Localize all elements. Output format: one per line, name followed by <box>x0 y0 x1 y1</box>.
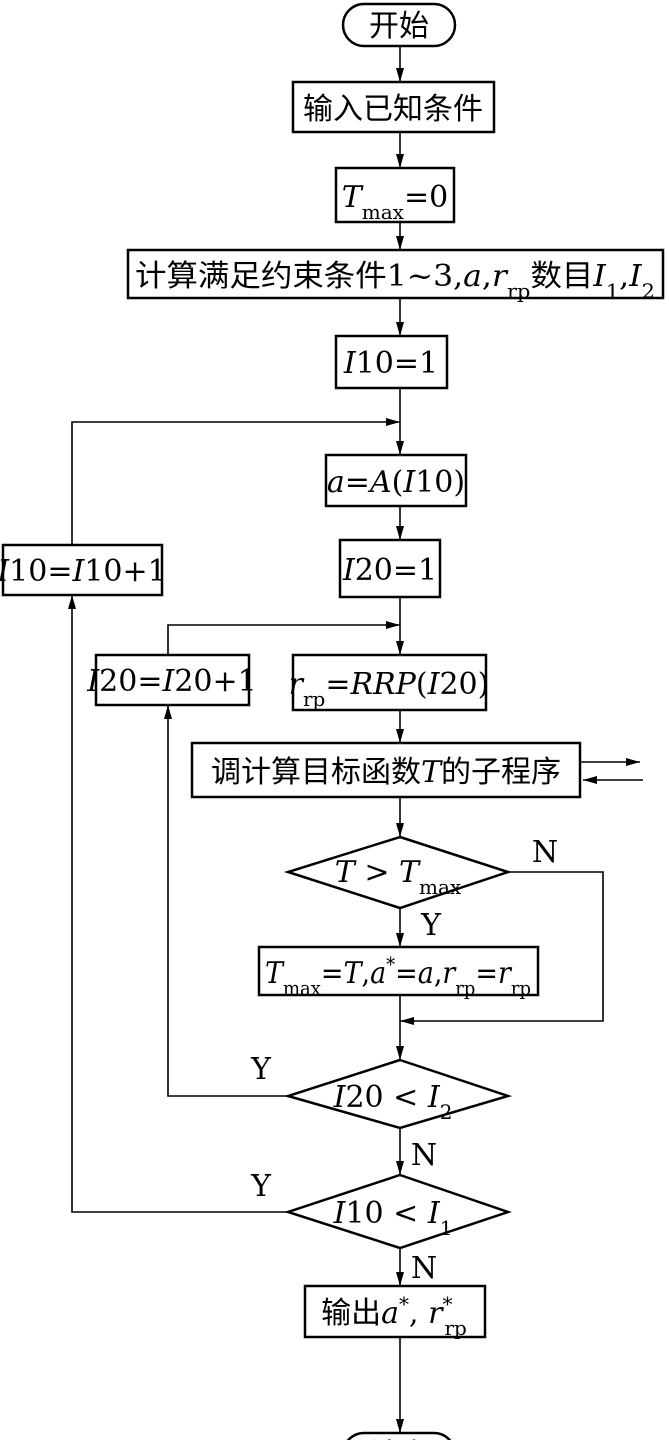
arrow-down <box>396 1161 404 1175</box>
update-box: Tmax=T,a*=a,rrp=rrp <box>257 945 540 1000</box>
arrow-right <box>386 621 400 629</box>
connectors <box>71 46 643 1433</box>
arrow-up <box>68 595 76 609</box>
label-i20-yes: Y <box>250 1052 272 1087</box>
label-i10-no: N <box>411 1251 437 1286</box>
output-box: 输出a*, r*rp <box>303 1284 487 1340</box>
input-label: 输入已知条件 <box>303 92 483 127</box>
i20-init-text: I20=1 <box>342 553 437 588</box>
a-assign-text: a=A(I10) <box>327 465 465 500</box>
arrow-left <box>400 1017 414 1025</box>
call-subroutine-box: 调计算目标函数T的子程序 <box>190 741 582 799</box>
decision-t-gt-tmax-text: T > Tmax <box>335 855 462 899</box>
update-text: Tmax=T,a*=a,rrp=rrp <box>265 952 531 1000</box>
arrow-up <box>164 705 172 719</box>
label-t-yes: Y <box>420 908 442 943</box>
end-label: 结束 <box>369 1438 429 1440</box>
i10-init-text: I10=1 <box>343 346 438 381</box>
arrowheads <box>68 68 640 1433</box>
decision-i20-text: I20 < I2 <box>333 1080 453 1124</box>
i10-init-box: I10=1 <box>334 334 449 390</box>
arrow-down <box>396 154 404 168</box>
start-terminal: 开始 <box>341 2 457 48</box>
output-text: 输出a*, r*rp <box>321 1292 467 1340</box>
arrow-down <box>396 823 404 837</box>
a-assign-box: a=A(I10) <box>324 453 468 508</box>
arrow-down <box>396 236 404 250</box>
input-box: 输入已知条件 <box>291 80 496 134</box>
i10-increment-box: I10=I10+1 <box>0 543 167 597</box>
label-t-no: N <box>532 835 558 870</box>
arrow-down <box>396 641 404 655</box>
arrow-down <box>396 1419 404 1433</box>
rrp-assign-box: rrp=RRP(I20) <box>289 653 490 712</box>
decision-i20-lt-i2: I20 < I2 <box>283 1058 513 1130</box>
label-i20-no: N <box>411 1138 437 1173</box>
rrp-assign-text: rrp=RRP(I20) <box>289 667 490 711</box>
arrow-down <box>396 322 404 336</box>
decision-i10-lt-i1: I10 < I1 <box>283 1173 512 1250</box>
arrow-down <box>396 1046 404 1060</box>
arrow-down <box>396 526 404 540</box>
start-label: 开始 <box>369 9 429 44</box>
arrow-left <box>583 776 597 784</box>
count-box: 计算满足约束条件1~3,a,rrp数目I1,I2 <box>126 248 665 303</box>
i10-increment-text: I10=I10+1 <box>0 554 167 589</box>
arrow-down <box>396 1272 404 1286</box>
arrow-down <box>396 729 404 743</box>
call-subroutine-text: 调计算目标函数T的子程序 <box>211 755 561 790</box>
arrow-right <box>626 758 640 766</box>
arrow-down <box>396 68 404 82</box>
tmax-init-text: Tmax=0 <box>342 180 448 224</box>
arrow-down <box>396 933 404 947</box>
label-i10-yes: Y <box>250 1169 272 1204</box>
i20-increment-text: I20=I20+1 <box>86 664 256 699</box>
count-text: 计算满足约束条件1~3,a,rrp数目I1,I2 <box>135 259 655 303</box>
i20-init-box: I20=1 <box>338 538 442 599</box>
tmax-init-box: Tmax=0 <box>334 166 456 224</box>
decision-t-gt-tmax: T > Tmax <box>283 835 513 910</box>
arrow-down <box>396 441 404 455</box>
arrow-right <box>386 418 400 426</box>
i20-increment-box: I20=I20+1 <box>86 653 257 707</box>
decision-i10-text: I10 < I1 <box>333 1196 453 1240</box>
end-terminal: 结束 <box>346 1431 452 1440</box>
